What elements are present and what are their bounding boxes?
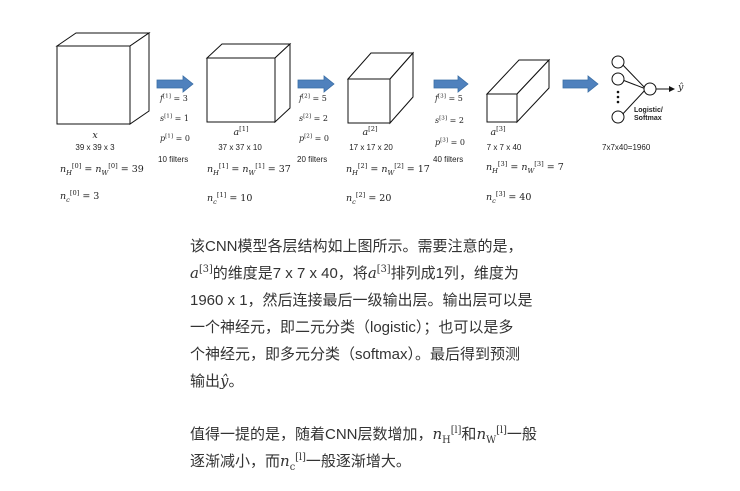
t1-p: p[1] = 0 [160, 133, 190, 143]
arrow-1 [156, 75, 194, 93]
t2-p: p[2] = 0 [299, 133, 329, 143]
layer2-name: a[2] [362, 124, 378, 138]
volume-input [55, 32, 151, 125]
para1-line6: 输出ŷ。 [190, 372, 244, 390]
t2-f: f[2] = 5 [299, 93, 327, 103]
input-neuron-2 [611, 72, 625, 86]
cnn-architecture-diagram: x 39 x 39 x 3 nH[0] = nW[0] = 39 nc[0] =… [0, 0, 740, 225]
t1-s: s[1] = 1 [160, 113, 189, 123]
para1-line2: a[3]的维度是7 x 7 x 40，将a[3]排列成1列，维度为 [190, 264, 519, 282]
layer3-dims: 7 x 7 x 40 [486, 143, 522, 152]
layer0-dims: 39 x 39 x 3 [75, 143, 115, 152]
layer2-nc: nc[2] = 20 [346, 190, 392, 206]
para1-line3: 1960 x 1，然后连接最后一级输出层。输出层可以是 [190, 292, 533, 309]
ellipsis-dots [616, 90, 620, 104]
layer2-nh-nw: nH[2] = nW[2] = 17 [346, 161, 430, 177]
t1-f: f[1] = 3 [160, 93, 188, 103]
note-paragraph: 值得一提的是，随着CNN层数增加，nH[l]和nW[l]一般 逐渐减小，而nc[… [190, 421, 570, 475]
arrow-3 [433, 75, 469, 93]
layer0-nc: nc[0] = 3 [60, 188, 100, 204]
arrow-4 [562, 75, 599, 93]
para1-line5: 个神经元，即多元分类（softmax）。最后得到预测 [190, 346, 521, 363]
layer3-nh-nw: nH[3] = nW[3] = 7 [486, 159, 564, 175]
t1-filters: 10 filters [158, 155, 189, 164]
t3-filters: 40 filters [433, 155, 464, 164]
t3-s: s[3] = 2 [435, 115, 464, 125]
volume-a1 [205, 42, 292, 124]
output-network [611, 55, 675, 124]
t2-filters: 20 filters [297, 155, 328, 164]
t2-s: s[2] = 2 [299, 113, 328, 123]
layer2-dims: 17 x 17 x 20 [349, 143, 393, 152]
layer3-name: a[3] [490, 124, 506, 138]
input-neuron-n [611, 110, 625, 124]
output-neuron [643, 82, 657, 96]
volume-a2 [346, 51, 415, 125]
diagram-canvas [55, 32, 675, 125]
layer1-dims: 37 x 37 x 10 [218, 143, 262, 152]
layer0-name: x [92, 130, 98, 141]
t3-p: p[3] = 0 [435, 137, 465, 147]
y-hat-label: ŷ [678, 82, 684, 93]
input-neuron-1 [611, 55, 625, 69]
t3-f: f[3] = 5 [435, 93, 463, 103]
para2-line2: 逐渐减小，而nc[l]一般逐渐增大。 [190, 452, 411, 473]
layer1-nc: nc[1] = 10 [207, 190, 253, 206]
output-neuron-label: Logistic/ Softmax [634, 107, 663, 122]
arrow-2 [297, 75, 335, 93]
layer3-nc: nc[3] = 40 [486, 189, 532, 205]
explanation-paragraph: 该CNN模型各层结构如上图所示。需要注意的是， a[3]的维度是7 x 7 x … [190, 233, 570, 395]
layer1-name: a[1] [233, 124, 249, 138]
layer1-nh-nw: nH[1] = nW[1] = 37 [207, 161, 291, 177]
para1-line1: 该CNN模型各层结构如上图所示。需要注意的是， [190, 238, 523, 255]
layer0-nh-nw: nH[0] = nW[0] = 39 [60, 161, 144, 177]
para2-line1: 值得一提的是，随着CNN层数增加，nH[l]和nW[l]一般 [190, 425, 537, 446]
volume-a3 [485, 58, 551, 124]
para1-line4: 一个神经元，即二元分类（logistic）；也可以是多 [190, 319, 514, 336]
flatten-label: 7x7x40=1960 [602, 143, 651, 152]
